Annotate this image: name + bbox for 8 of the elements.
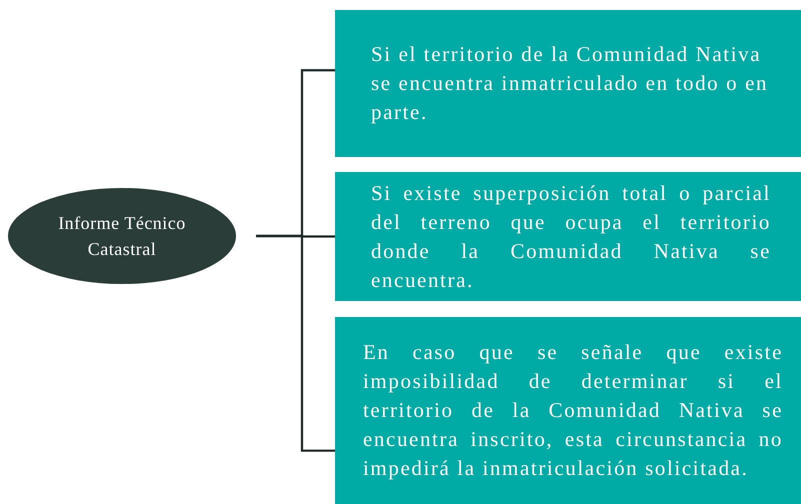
text-box	[335, 317, 801, 504]
node-text: Si el territorio de la Comunidad Nativa se encuentra inmatriculado en todo o en parte.	[371, 41, 770, 126]
node-text: Si existe superposición total o parcial del terreno que ocupa el territorio donde la Comunidad Nativa se encuentra.	[371, 180, 771, 294]
text-box	[335, 172, 801, 301]
text-box	[335, 10, 801, 157]
node-title: Informe Técnico Catastral	[57, 212, 187, 261]
connector-line	[256, 234, 335, 452]
node-text: En caso que se señale que existe imposibilidad de determinar si el territorio de la Comunidad Nativa se encuentra inscrito, esta circunstancia no impedirá la inmatriculación solicitada.	[363, 339, 783, 482]
